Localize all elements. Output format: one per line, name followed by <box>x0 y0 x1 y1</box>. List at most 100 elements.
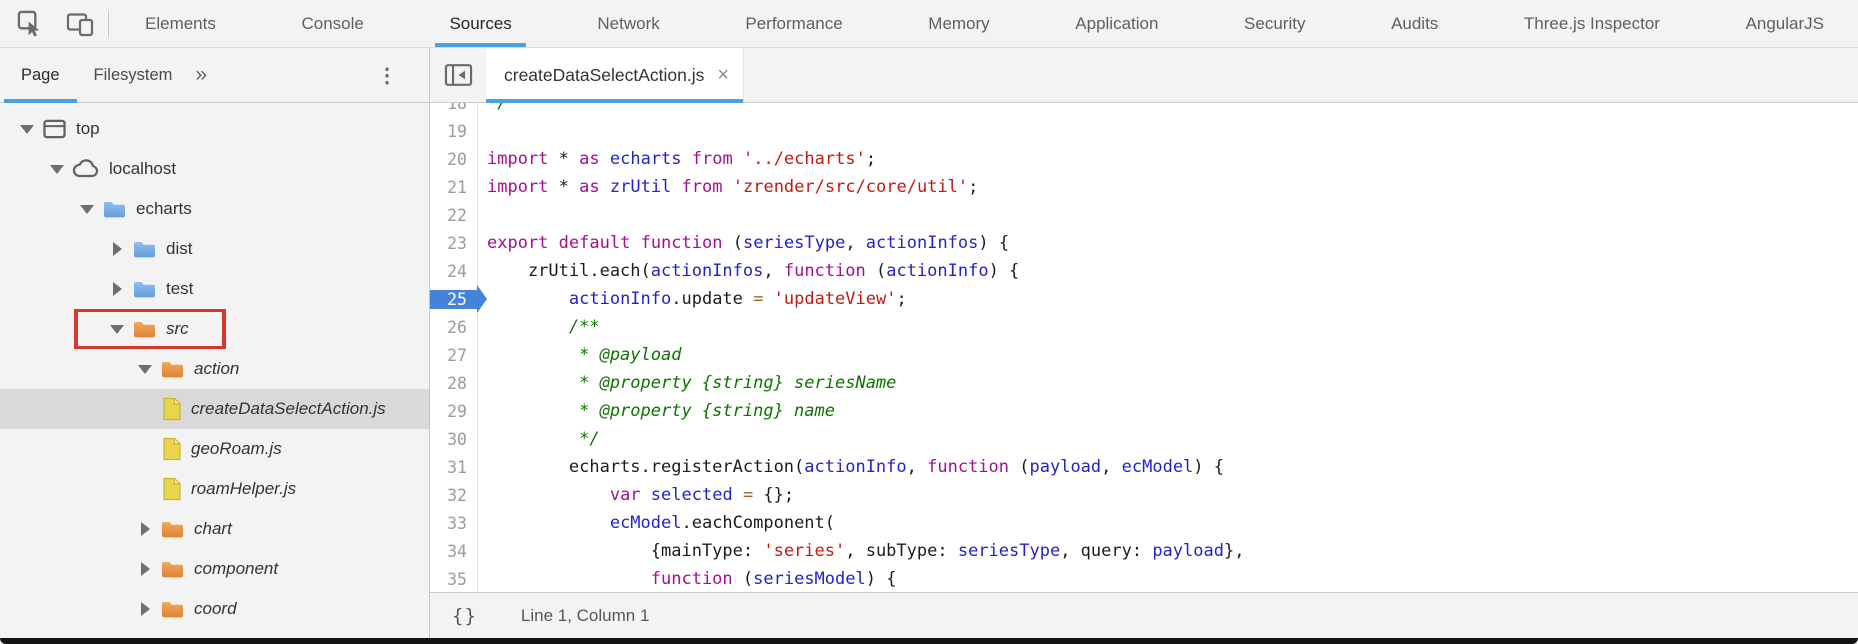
line-number[interactable]: 19 <box>447 121 467 141</box>
folder-icon <box>160 559 185 580</box>
line-number[interactable]: 32 <box>447 485 467 505</box>
close-icon[interactable]: × <box>717 64 730 86</box>
code-text[interactable]: /** <box>487 317 600 337</box>
code-text[interactable]: * @payload <box>487 345 682 365</box>
code-text[interactable]: actionInfo.update = 'updateView'; <box>568 289 907 309</box>
tree-item-localhost[interactable]: localhost <box>0 149 429 189</box>
chevron-expanded-icon[interactable] <box>14 124 40 134</box>
line-number[interactable]: 22 <box>447 205 467 225</box>
folder-icon <box>160 359 185 380</box>
code-text[interactable]: echarts.registerAction(actionInfo, funct… <box>487 457 1225 477</box>
line-number[interactable]: 26 <box>447 317 467 337</box>
line-number[interactable]: 27 <box>447 345 467 365</box>
panel-tab-sources[interactable]: Sources <box>435 0 527 47</box>
line-number[interactable]: 24 <box>447 261 467 281</box>
devtools-toolbar: Elements Console Sources Network Performance… <box>0 0 1858 48</box>
code-line-23: 23 export default function (seriesType, a… <box>430 229 1858 257</box>
folder-icon <box>160 519 185 540</box>
folder-icon <box>132 319 157 340</box>
line-number[interactable]: 29 <box>447 401 467 421</box>
tree-item-label: echarts <box>136 199 192 218</box>
tab-page[interactable]: Page <box>4 48 77 103</box>
tree-item-action[interactable]: action <box>0 349 429 389</box>
editor-status-bar: {} Line 1, Column 1 <box>430 592 1858 638</box>
line-number[interactable]: 33 <box>447 513 467 533</box>
panel-tab-performance[interactable]: Performance <box>745 13 843 33</box>
chevron-expanded-icon[interactable] <box>104 324 130 334</box>
inspect-element-icon[interactable] <box>14 8 46 40</box>
code-text[interactable]: * @property {string} seriesName <box>487 373 897 393</box>
tree-item-component[interactable]: component <box>0 549 429 589</box>
chevron-collapsed-icon[interactable] <box>132 522 158 536</box>
tree-item-test[interactable]: test <box>0 269 429 309</box>
code-line-28: 28 * @property {string} seriesName <box>430 369 1858 397</box>
code-text[interactable]: * @property {string} name <box>487 401 835 421</box>
line-number[interactable]: 30 <box>447 429 467 449</box>
chevron-collapsed-icon[interactable] <box>132 562 158 576</box>
chevron-expanded-icon[interactable] <box>74 204 100 214</box>
code-text[interactable]: {mainType: 'series', subType: seriesType… <box>487 541 1245 561</box>
code-line-34: 34 {mainType: 'series', subType: seriesT… <box>430 537 1858 565</box>
panel-tab-application[interactable]: Application <box>1075 13 1159 33</box>
tree-item-georoam-js[interactable]: geoRoam.js <box>0 429 429 469</box>
tree-item-coord[interactable]: coord <box>0 589 429 629</box>
line-number[interactable]: 35 <box>447 569 467 589</box>
line-number[interactable]: 21 <box>447 177 467 197</box>
tree-item-dist[interactable]: dist <box>0 229 429 269</box>
tree-item-top[interactable]: top <box>0 109 429 149</box>
panel-tab-memory[interactable]: Memory <box>928 13 990 33</box>
panel-tab-network[interactable]: Network <box>597 13 660 33</box>
tree-item-label: component <box>194 559 279 578</box>
breakpoint-marker[interactable]: 25 <box>430 289 477 309</box>
panel-tab-security[interactable]: Security <box>1244 13 1306 33</box>
more-tabs-icon[interactable]: » <box>195 63 208 86</box>
line-number[interactable]: 20 <box>447 149 467 169</box>
code-text[interactable]: export default function (seriesType, act… <box>487 233 1010 253</box>
tree-item-roamhelper-js[interactable]: roamHelper.js <box>0 469 429 509</box>
chevron-expanded-icon[interactable] <box>132 364 158 374</box>
code-text[interactable]: function (seriesModel) { <box>650 569 897 589</box>
line-number[interactable]: 28 <box>447 373 467 393</box>
code-line-32: 32 var selected = {}; <box>430 481 1858 509</box>
code-text[interactable]: ecModel.eachComponent( <box>609 513 836 533</box>
panel-tab-console[interactable]: Console <box>301 13 364 33</box>
editor-tab-bar: createDataSelectAction.js × <box>430 48 1858 103</box>
line-number[interactable]: 23 <box>447 233 467 253</box>
gutter-divider <box>477 103 478 592</box>
panel-tab-audits[interactable]: Audits <box>1391 13 1439 33</box>
panel-tab-elements[interactable]: Elements <box>145 13 216 33</box>
tree-item-createdataselectaction-js[interactable]: createDataSelectAction.js <box>0 389 429 429</box>
line-number[interactable]: 18 <box>447 103 467 113</box>
panel-tab-three-js-inspector[interactable]: Three.js Inspector <box>1523 13 1660 33</box>
overflow-menu-icon[interactable]: ⋮ <box>377 64 397 87</box>
chevron-collapsed-icon[interactable] <box>104 282 130 296</box>
tree-item-chart[interactable]: chart <box>0 509 429 549</box>
editor-pane: createDataSelectAction.js × 18 */ 19 20 impo… <box>430 48 1858 638</box>
tab-filesystem[interactable]: Filesystem <box>93 65 173 84</box>
tree-item-label: createDataSelectAction.js <box>191 399 386 418</box>
tree-item-echarts[interactable]: echarts <box>0 189 429 229</box>
code-line-19: 19 <box>430 117 1858 145</box>
pretty-print-icon[interactable]: {} <box>452 604 477 627</box>
chevron-collapsed-icon[interactable] <box>104 242 130 256</box>
code-line-35: 35 function (seriesModel) { <box>430 565 1858 592</box>
main-tabs: Elements Console Sources Network Performance… <box>145 0 1824 47</box>
panel-tab-angularjs[interactable]: AngularJS <box>1745 13 1824 33</box>
line-number[interactable]: 34 <box>447 541 467 561</box>
hide-navigator-icon[interactable] <box>430 48 486 102</box>
code-text[interactable]: import * as echarts from '../echarts'; <box>487 149 877 169</box>
code-text[interactable]: var selected = {}; <box>609 485 795 505</box>
line-number[interactable]: 31 <box>447 457 467 477</box>
cloud-icon <box>72 159 100 179</box>
code-text[interactable]: */ <box>487 103 508 113</box>
tree-item-src[interactable]: src <box>0 309 429 349</box>
chevron-collapsed-icon[interactable] <box>132 602 158 616</box>
code-editor[interactable]: 18 */ 19 20 import * as echarts from '../ech… <box>430 103 1858 592</box>
code-text[interactable]: import * as zrUtil from 'zrender/src/cor… <box>487 177 979 197</box>
device-toolbar-icon[interactable] <box>64 8 96 40</box>
chevron-expanded-icon[interactable] <box>44 164 70 174</box>
file-tab-createdataselectaction-js[interactable]: createDataSelectAction.js × <box>486 48 745 103</box>
code-text[interactable]: zrUtil.each(actionInfos, function (actio… <box>487 261 1020 281</box>
code-text[interactable]: */ <box>487 429 600 449</box>
